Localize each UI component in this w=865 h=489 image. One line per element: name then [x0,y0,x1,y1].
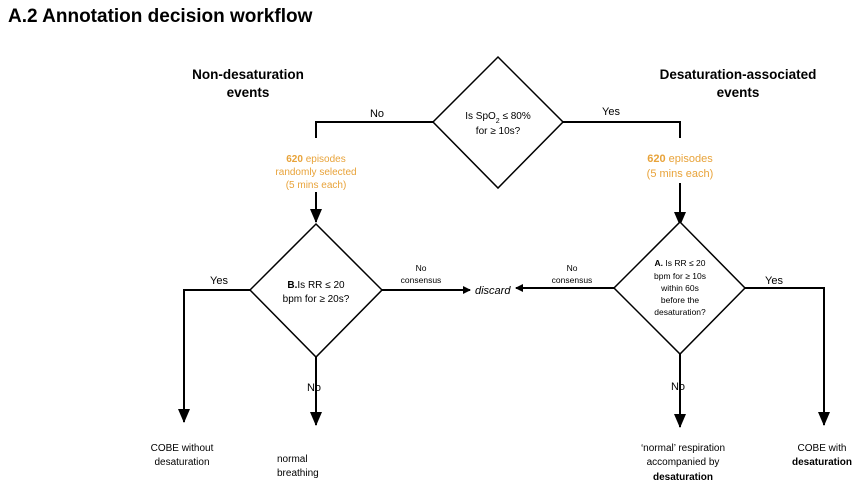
decision-b-no-consensus-line1: No [416,263,427,273]
right-heading-line2: events [717,85,760,100]
left-episodes-line1: 620 episodes [286,154,346,165]
outcome-normal-breathing-line2: breathing [277,468,319,479]
top-yes-connector [563,121,681,138]
decision-a-line3: within 60s [660,283,699,293]
decision-b-line2: bpm for ≥ 20s? [283,294,350,305]
outcome-normal-resp-line1: ‘normal’ respiration [641,443,725,454]
discard-label: discard [475,285,511,297]
decision-b-yes-connector [178,289,250,423]
decision-a-yes-connector [744,287,830,426]
top-yes-label: Yes [602,106,620,118]
right-heading-line1: Desaturation-associated [660,67,817,82]
decision-b-diamond [248,222,384,359]
left-episodes-line3: (5 mins each) [286,180,347,191]
decision-a-line2: bpm for ≥ 10s [654,271,706,281]
left-heading-line1: Non-desaturation [192,67,304,82]
decision-a-diamond [612,220,747,356]
decision-a-line1: A. Is RR ≤ 20 [655,258,706,268]
decision-a-yes-label: Yes [765,275,783,287]
decision-a-no-label: No [671,381,685,393]
decision-b-yes-label: Yes [210,275,228,287]
top-no-connector [315,121,433,138]
outcome-cobe-with-line2: desaturation [792,457,852,468]
spo2-decision-line2: for ≥ 10s? [476,126,521,137]
right-episodes-line2: (5 mins each) [647,168,714,180]
spo2-decision-diamond [431,55,565,190]
decision-b-no-consensus-line2: consensus [401,275,442,285]
outcome-cobe-without-line1: COBE without [151,443,214,454]
decision-a-no-consensus-line2: consensus [552,275,593,285]
outcome-cobe-with-line1: COBE with [798,443,847,454]
left-heading-line2: events [227,85,270,100]
outcome-normal-resp-line2: accompanied by [647,457,720,468]
top-no-label: No [370,108,384,120]
outcome-normal-resp-line3: desaturation [653,472,713,483]
decision-b-no-label: No [307,382,321,394]
decision-b-line1: B.Is RR ≤ 20 [287,280,345,291]
page-title: A.2 Annotation decision workflow [8,6,313,27]
right-episodes-line1: 620 episodes [647,153,713,165]
spo2-decision-line1: Is SpO2 ≤ 80% [465,111,531,125]
left-episodes-line2: randomly selected [275,167,356,178]
outcome-cobe-without-line2: desaturation [154,457,209,468]
outcome-normal-breathing-line1: normal [277,454,308,465]
decision-a-line4: before the [661,295,700,305]
decision-a-no-consensus-line1: No [567,263,578,273]
decision-a-line5: desaturation? [654,307,706,317]
